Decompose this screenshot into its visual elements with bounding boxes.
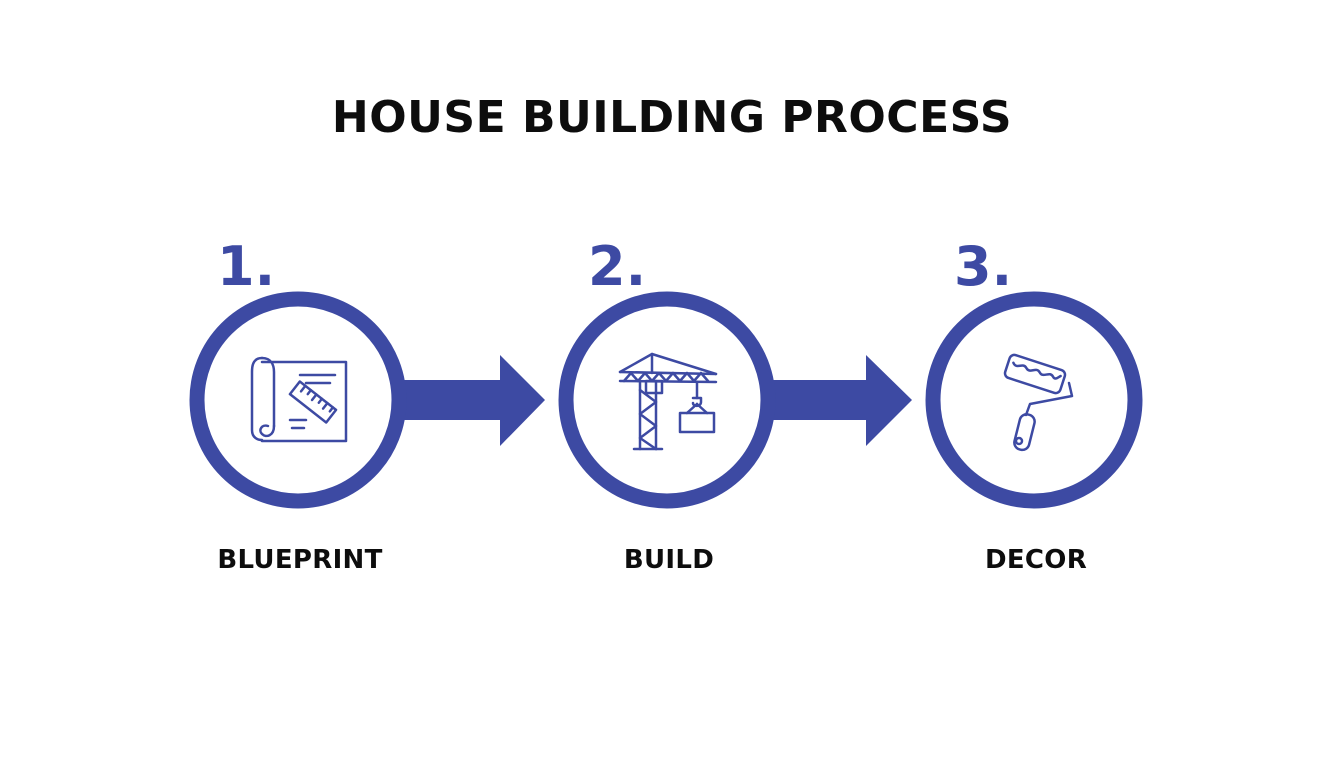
step-2-number: 2. [588,235,647,298]
step-3-circle [925,291,1143,509]
step-1-label: BLUEPRINT [217,545,383,575]
arrow-2 [765,355,912,446]
paint-roller-icon [1003,353,1074,452]
crane-icon [618,352,718,451]
step-2-label: BUILD [623,545,715,575]
arrow-1 [398,355,545,446]
step-3-label: DECOR [984,545,1088,575]
blueprint-icon [250,356,348,443]
step-3-number: 3. [954,235,1013,298]
diagram-title: HOUSE BUILDING PROCESS [331,92,1013,143]
step-1-number: 1. [217,235,276,298]
step-2-circle [558,291,776,509]
